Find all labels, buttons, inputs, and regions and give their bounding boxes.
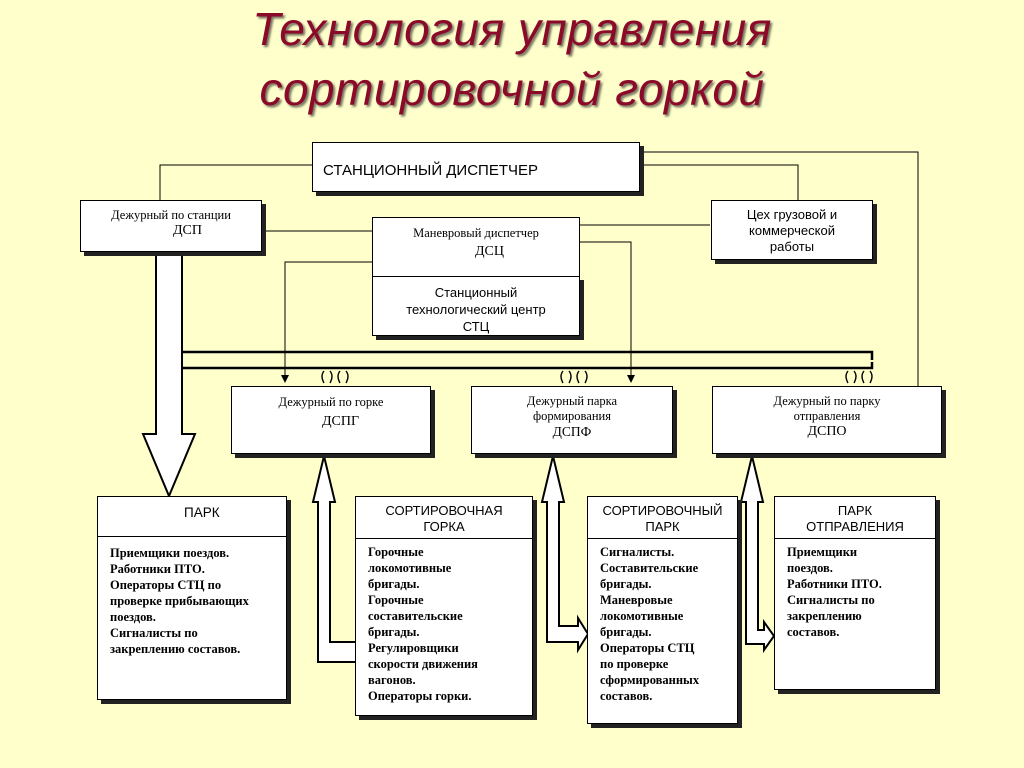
stc-line1: Станционный xyxy=(434,285,518,300)
dep-park-header: ПАРК ОТПРАВЛЕНИЯ xyxy=(775,497,935,539)
list-item: Горочные xyxy=(368,593,424,607)
sort-park-box: СОРТИРОВОЧНЫЙ ПАРК Сигналисты. Составител… xyxy=(587,496,738,724)
stc-box: Станционный технологический центр СТЦ xyxy=(372,276,580,336)
dsp-box: Дежурный по станции ДСП xyxy=(80,200,262,252)
list-item: Приемщики поездов. xyxy=(110,546,230,560)
list-item: Сигналисты. xyxy=(600,545,675,559)
stc-line3: СТЦ xyxy=(462,319,490,334)
list-item: бригады. xyxy=(368,577,420,591)
list-item: Сигналисты по xyxy=(110,626,198,640)
cargo-line3: работы xyxy=(769,239,815,254)
dspg-box: Дежурный по горке ДСПГ xyxy=(231,386,431,454)
list-item: Регулировщики xyxy=(368,641,459,655)
list-item: сформированных xyxy=(600,673,700,687)
list-item: локомотивные xyxy=(600,609,684,623)
dspo-line2: отправления xyxy=(793,409,861,423)
dspg-line2: ДСПГ xyxy=(322,414,360,429)
list-item: Маневровые xyxy=(600,593,673,607)
bus-connector-left xyxy=(321,370,349,384)
sort-park-list: Сигналисты. Составительские бригады. Маневр… xyxy=(588,539,737,710)
arrow-sortpark-dspf xyxy=(540,455,590,654)
sort-park-header-line2: ПАРК xyxy=(645,519,680,534)
list-item: бригады. xyxy=(368,625,420,639)
cargo-box: Цех грузовой и коммерческой работы xyxy=(711,200,873,260)
sort-park-header: СОРТИРОВОЧНЫЙ ПАРК xyxy=(588,497,737,539)
cargo-line1: Цех грузовой и xyxy=(746,207,838,222)
list-item: Операторы СТЦ по xyxy=(110,578,222,592)
list-item: по проверке xyxy=(600,657,669,671)
hump-header-line2: ГОРКА xyxy=(423,519,465,534)
bus-line-bottom xyxy=(178,362,874,370)
list-item: Составительские xyxy=(600,561,699,575)
dspo-line3: ДСПО xyxy=(807,424,847,439)
list-item: проверке прибывающих xyxy=(110,594,249,608)
big-arrow-dsp-park xyxy=(141,252,197,499)
hump-list: Горочные локомотивные бригады. Горочные сост… xyxy=(356,539,532,710)
park-header-label: ПАРК xyxy=(184,505,220,520)
list-item: Сигналисты по xyxy=(787,593,875,607)
park-list: Приемщики поездов. Работники ПТО. Оператор… xyxy=(98,537,286,663)
list-item: бригады. xyxy=(600,577,652,591)
line-dispatcher-right xyxy=(640,151,919,388)
dspo-line1: Дежурный по парку xyxy=(773,394,881,408)
bus-connector-mid xyxy=(560,370,588,384)
dsp-line2: ДСП xyxy=(173,223,202,238)
list-item: Горочные xyxy=(368,545,424,559)
park-header: ПАРК xyxy=(98,497,286,537)
arrow-deppark-dspo xyxy=(739,455,776,654)
station-dispatcher-box: СТАНЦИОННЫЙ ДИСПЕТЧЕР xyxy=(312,142,640,192)
list-item: вагонов. xyxy=(368,673,416,687)
dspf-box: Дежурный парка формирования ДСПФ xyxy=(471,386,673,454)
dsp-line1: Дежурный по станции xyxy=(111,208,231,222)
list-item: поездов. xyxy=(787,561,833,575)
list-item: Работники ПТО. xyxy=(110,562,205,576)
list-item: Операторы СТЦ xyxy=(600,641,695,655)
bus-line-top xyxy=(178,350,874,360)
dsc-line2: ДСЦ xyxy=(475,244,504,259)
park-box: ПАРК Приемщики поездов. Работники ПТО. Опе… xyxy=(97,496,287,700)
cargo-line2: коммерческой xyxy=(749,223,835,238)
list-item: составов. xyxy=(600,689,653,703)
hump-header: СОРТИРОВОЧНАЯ ГОРКА xyxy=(356,497,532,539)
station-dispatcher-label: СТАНЦИОННЫЙ ДИСПЕТЧЕР xyxy=(323,162,539,179)
list-item: составительские xyxy=(368,609,463,623)
list-item: скорости движения xyxy=(368,657,478,671)
sort-park-header-line1: СОРТИРОВОЧНЫЙ xyxy=(602,503,723,518)
list-item: составов. xyxy=(787,625,840,639)
dep-park-list: Приемщики поездов. Работники ПТО. Сигналист… xyxy=(775,539,935,646)
line-dispatcher-cargo xyxy=(640,164,799,200)
dspf-line2: формирования xyxy=(533,409,611,423)
dspg-line1: Дежурный по горке xyxy=(278,395,384,409)
arrow-dsc-dspg xyxy=(281,261,372,383)
arrow-dsc-dspf xyxy=(580,241,635,383)
hump-box: СОРТИРОВОЧНАЯ ГОРКА Горочные локомотивные… xyxy=(355,496,533,716)
list-item: Приемщики xyxy=(787,545,858,559)
list-item: закреплению xyxy=(787,609,862,623)
line-dispatcher-dsp xyxy=(159,164,312,200)
dspf-line3: ДСПФ xyxy=(552,424,592,439)
list-item: закреплению составов. xyxy=(110,642,241,656)
title-line-2: сортировочной горкой xyxy=(259,63,765,115)
dsc-line1: Маневровый диспетчер xyxy=(413,226,539,240)
title-line-1: Технология управления xyxy=(252,3,772,55)
hump-header-line1: СОРТИРОВОЧНАЯ xyxy=(385,503,503,518)
dspf-line1: Дежурный парка xyxy=(526,394,618,408)
list-item: поездов. xyxy=(110,610,156,624)
dep-park-header-line1: ПАРК xyxy=(837,503,873,518)
stc-line2: технологический центр xyxy=(406,302,546,317)
dep-park-box: ПАРК ОТПРАВЛЕНИЯ Приемщики поездов. Работн… xyxy=(774,496,936,690)
dsc-box: Маневровый диспетчер ДСЦ xyxy=(372,217,580,277)
list-item: Операторы горки. xyxy=(368,689,472,703)
dep-park-header-line2: ОТПРАВЛЕНИЯ xyxy=(806,519,904,534)
list-item: Работники ПТО. xyxy=(787,577,882,591)
dspo-box: Дежурный по парку отправления ДСПО xyxy=(712,386,942,454)
list-item: локомотивные xyxy=(368,561,452,575)
list-item: бригады. xyxy=(600,625,652,639)
bus-connector-right xyxy=(845,370,873,384)
